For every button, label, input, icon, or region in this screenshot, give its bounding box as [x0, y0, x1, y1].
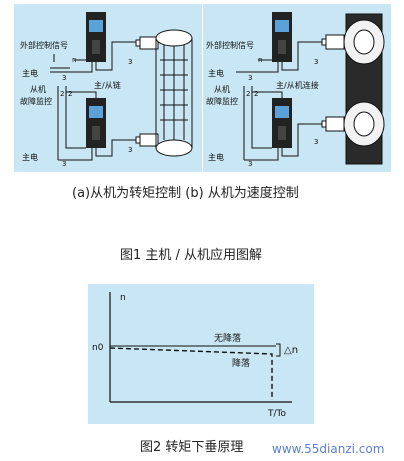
watermark: www.55dianzi.com [272, 442, 385, 456]
wire3-d-left: 3 [128, 146, 132, 154]
external-signal-right: 外部控制信号 [206, 40, 254, 50]
slave-drive-left [86, 98, 106, 148]
wire2-a-left: 2 [60, 90, 64, 98]
roller-conveyor-left [155, 29, 193, 157]
figure1-caption: 图1 主机 / 从机应用图解 [120, 248, 263, 263]
droop-line [109, 347, 273, 400]
no-droop-label: 无降落 [214, 332, 241, 344]
mains-bottom-left: 主电 [22, 152, 38, 162]
link-label-left: 主/从链 [94, 80, 121, 90]
wire3-b-left: 3 [128, 58, 132, 66]
link-label-right: 主/从机连接 [276, 80, 319, 90]
delta-n-label: △n [284, 345, 298, 356]
figure2-droop-graph: n n0 无降落 降落 △n T/To [88, 284, 314, 424]
wire2-b-right: 2 [254, 90, 258, 98]
master-drive-right [272, 12, 292, 62]
slave-fault-1-right: 从机 [214, 84, 230, 94]
slave-drive-right [272, 98, 292, 148]
motor-top-left [135, 36, 159, 50]
wire2-a-right: 2 [246, 90, 250, 98]
motor-bottom-left [135, 133, 159, 147]
wire2-b-left: 2 [68, 90, 72, 98]
wiring-right [236, 41, 326, 161]
wire3-d-right: 3 [314, 138, 318, 146]
mains-top-left: 主电 [22, 68, 38, 78]
slave-fault-2-right: 故障监控 [206, 96, 238, 106]
figure2-caption: 图2 转矩下垂原理 [140, 440, 244, 455]
master-drive-left [86, 12, 106, 62]
graph-panel [88, 284, 314, 424]
x-axis-label: T/To [267, 409, 286, 419]
wire3-a-left: 3 [62, 74, 66, 82]
wire3-c-right: 3 [248, 160, 252, 168]
figure1-subcaption: (a)从机为转矩控制 (b) 从机为速度控制 [72, 186, 299, 201]
motor-top-right [321, 34, 345, 50]
mains-top-right: 主电 [208, 68, 224, 78]
slave-fault-2-left: 故障监控 [20, 96, 52, 106]
n-label-right: n [258, 56, 262, 64]
figure1-diagram: 外部控制信号 n 主电 3 从机 2 2 故障监控 主/从链 3 主电 3 3 [14, 4, 391, 172]
y-axis-label: n [120, 293, 126, 303]
n-label-left: n [72, 56, 76, 64]
delta-bracket [276, 343, 281, 357]
wire3-a-right: 3 [248, 74, 252, 82]
drum-roll-right [343, 13, 385, 165]
wire3-c-left: 3 [62, 160, 66, 168]
wiring-left [50, 41, 140, 161]
droop-label: 降落 [232, 357, 250, 369]
n0-tick: n0 [92, 343, 104, 353]
wire3-b-right: 3 [314, 58, 318, 66]
slave-fault-1-left: 从机 [30, 84, 46, 94]
external-signal-left: 外部控制信号 [20, 40, 68, 50]
mains-bottom-right: 主电 [208, 152, 224, 162]
